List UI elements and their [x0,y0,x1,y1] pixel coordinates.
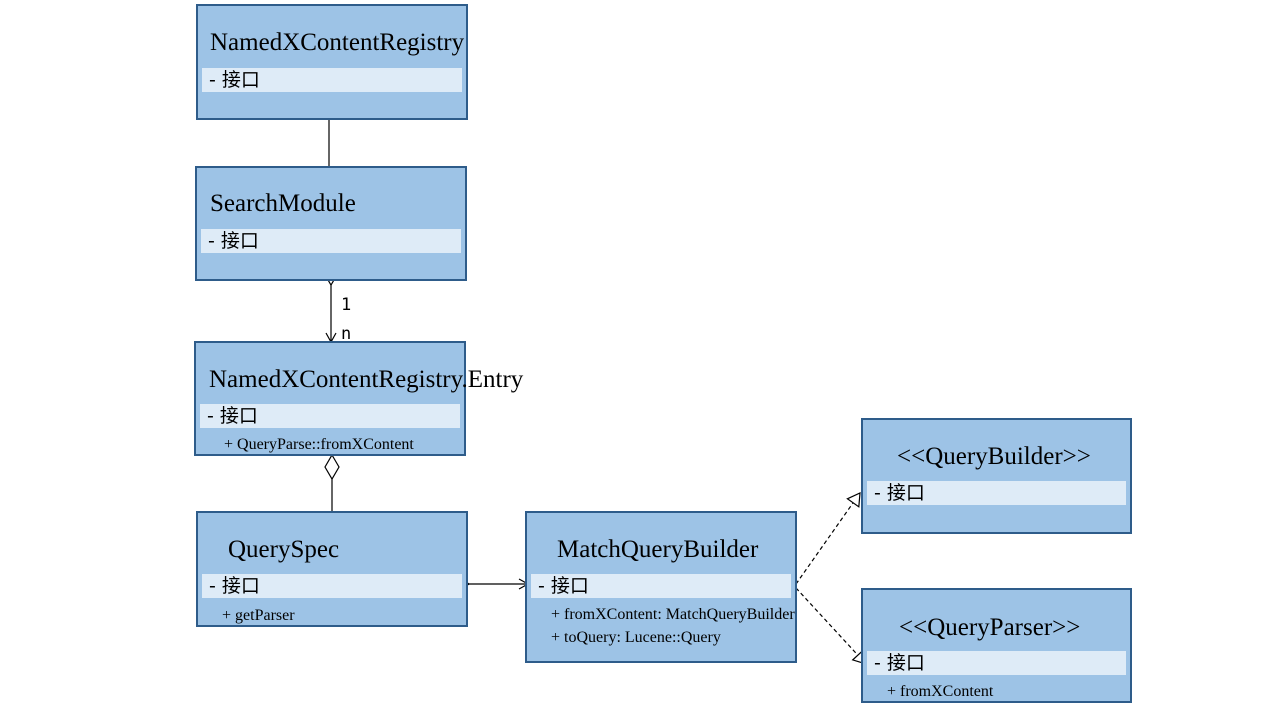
attribute-band: - 接口 [200,404,460,428]
class-name: NamedXContentRegistry [210,29,465,56]
interface-attribute: - 接口 [874,652,925,674]
class-operation: + fromXContent: MatchQueryBuilder [551,606,795,623]
class-named-x-content-registry-entry[interactable]: NamedXContentRegistry.Entry - 接口 + Query… [194,341,523,456]
class-named-x-content-registry[interactable]: NamedXContentRegistry - 接口 [196,4,468,120]
class-search-module[interactable]: SearchModule - 接口 [195,166,467,281]
class-attribute: - 接口 [209,69,260,91]
diamond-icon [324,453,340,481]
class-name: NamedXContentRegistry.Entry [209,366,524,393]
realization-query-parser [795,587,866,664]
class-attribute: - 接口 [538,575,589,597]
class-attribute: - 接口 [208,230,259,252]
class-operation: + toQuery: Lucene::Query [551,629,721,646]
class-attribute: - 接口 [207,405,258,427]
attribute-band: - 接口 [201,229,461,253]
attribute-band: - 接口 [202,68,462,92]
interface-attribute: - 接口 [874,482,925,504]
interface-name: <<QueryParser>> [899,614,1081,641]
class-operation: + getParser [222,607,295,624]
attribute-band: - 接口 [867,651,1126,675]
realization-query-builder [795,493,860,585]
class-query-spec[interactable]: QuerySpec - 接口 + getParser [196,511,468,627]
attribute-band: - 接口 [202,574,462,598]
class-attribute: - 接口 [209,575,260,597]
class-name: QuerySpec [228,536,340,563]
multiplicity-source: 1 [341,295,352,315]
class-operation: + QueryParse::fromXContent [224,436,414,453]
interface-query-builder[interactable]: <<QueryBuilder>> - 接口 [861,418,1132,534]
multiplicity-target: n [341,324,352,344]
class-name: SearchModule [210,190,356,217]
class-name: MatchQueryBuilder [557,536,759,563]
interface-operation: + fromXContent [887,683,994,700]
interface-query-parser[interactable]: <<QueryParser>> - 接口 + fromXContent [861,588,1132,703]
attribute-band: - 接口 [867,481,1126,505]
attribute-band: - 接口 [531,574,791,598]
class-match-query-builder[interactable]: MatchQueryBuilder - 接口 + fromXContent: M… [525,511,797,663]
interface-name: <<QueryBuilder>> [897,443,1091,470]
